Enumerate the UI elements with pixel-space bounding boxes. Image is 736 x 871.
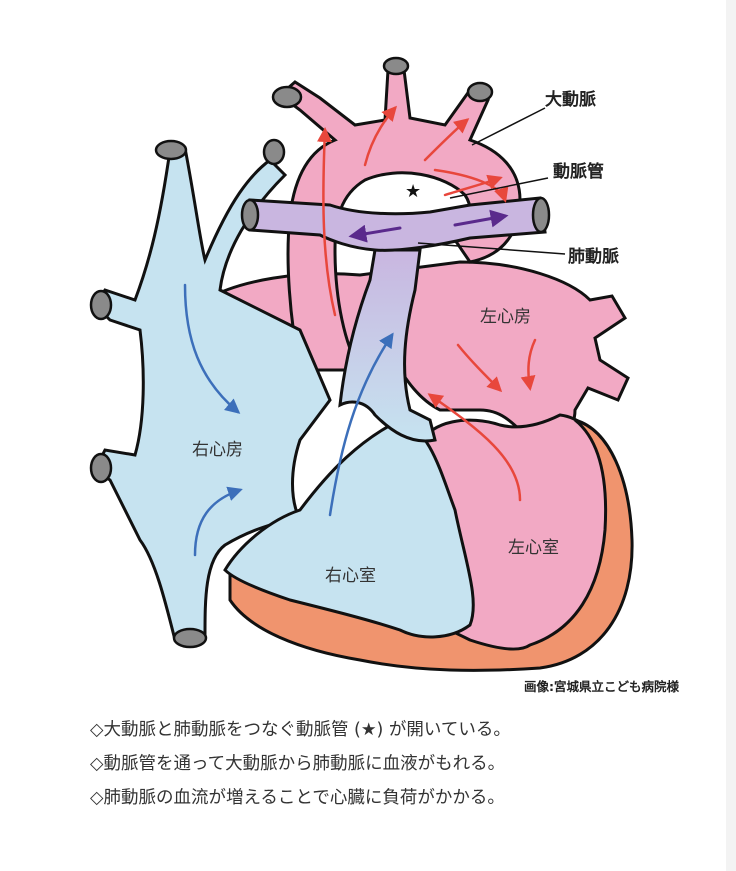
heart-diagram: ★ 大動脈 動脈管 肺動脈 左心房 右心房 右心室 左心室 bbox=[89, 56, 634, 672]
red-arrow-aorta-up-1 bbox=[363, 105, 397, 167]
pa-right-end bbox=[531, 196, 551, 234]
svc-end bbox=[154, 139, 188, 161]
callout-lines bbox=[417, 107, 566, 255]
label-right-atrium: 右心房 bbox=[192, 440, 243, 460]
right-edge-strip bbox=[726, 0, 736, 871]
red-arrow-ductus bbox=[433, 168, 509, 203]
flow-arrows bbox=[183, 105, 537, 557]
note-item: ◇肺動脈の血流が増えることで心臓に負荷がかかる。 bbox=[90, 788, 505, 808]
callout-line-pa bbox=[417, 242, 566, 255]
label-left-ventricle: 左心室 bbox=[508, 538, 559, 558]
red-arrow-aorta-left bbox=[316, 127, 337, 317]
label-right-ventricle: 右心室 bbox=[325, 566, 376, 586]
blue-arrow-ra-up bbox=[193, 486, 243, 557]
callout-line-aorta bbox=[471, 107, 546, 146]
ductus-star: ★ bbox=[405, 181, 421, 202]
callout-line-ductus bbox=[449, 177, 549, 199]
note-item: ◇動脈管を通って大動脈から肺動脈に血液がもれる。 bbox=[90, 754, 506, 774]
purple-arrow-right bbox=[453, 209, 509, 228]
image-credit: 画像:宮城県立こども病院様 bbox=[524, 679, 679, 694]
label-left-atrium: 左心房 bbox=[480, 307, 531, 327]
aorta-branch-end-1 bbox=[271, 85, 303, 109]
label-ductus: 動脈管 bbox=[553, 161, 604, 182]
label-pulmonary-artery: 肺動脈 bbox=[568, 246, 619, 267]
red-arrow-lv-up bbox=[427, 393, 522, 502]
purple-arrow-left bbox=[348, 224, 402, 243]
red-arrow-la-2 bbox=[520, 338, 537, 391]
blue-arrow-rv-up bbox=[328, 332, 394, 517]
notes-list: ◇大動脈と肺動脈をつなぐ動脈管 (★) が開いている。 ◇動脈管を通って大動脈か… bbox=[90, 720, 710, 822]
right-atrium-shape bbox=[93, 146, 332, 642]
ivc-end bbox=[172, 627, 208, 649]
label-aorta: 大動脈 bbox=[545, 89, 596, 110]
aorta-branch-end-3 bbox=[466, 81, 494, 103]
vessel-end-left-2 bbox=[89, 452, 113, 484]
red-arrow-ductus-2 bbox=[443, 174, 503, 197]
pa-left-end bbox=[240, 198, 260, 232]
note-item: ◇大動脈と肺動脈をつなぐ動脈管 (★) が開いている。 bbox=[90, 720, 511, 740]
vessel-end-top-right bbox=[262, 138, 286, 166]
vessel-end-left-1 bbox=[89, 289, 113, 321]
blue-arrow-ra-down bbox=[183, 283, 241, 414]
red-arrow-la-1 bbox=[456, 343, 503, 393]
red-arrow-aorta-up-2 bbox=[423, 118, 470, 162]
aorta-branch-end-2 bbox=[382, 56, 410, 76]
